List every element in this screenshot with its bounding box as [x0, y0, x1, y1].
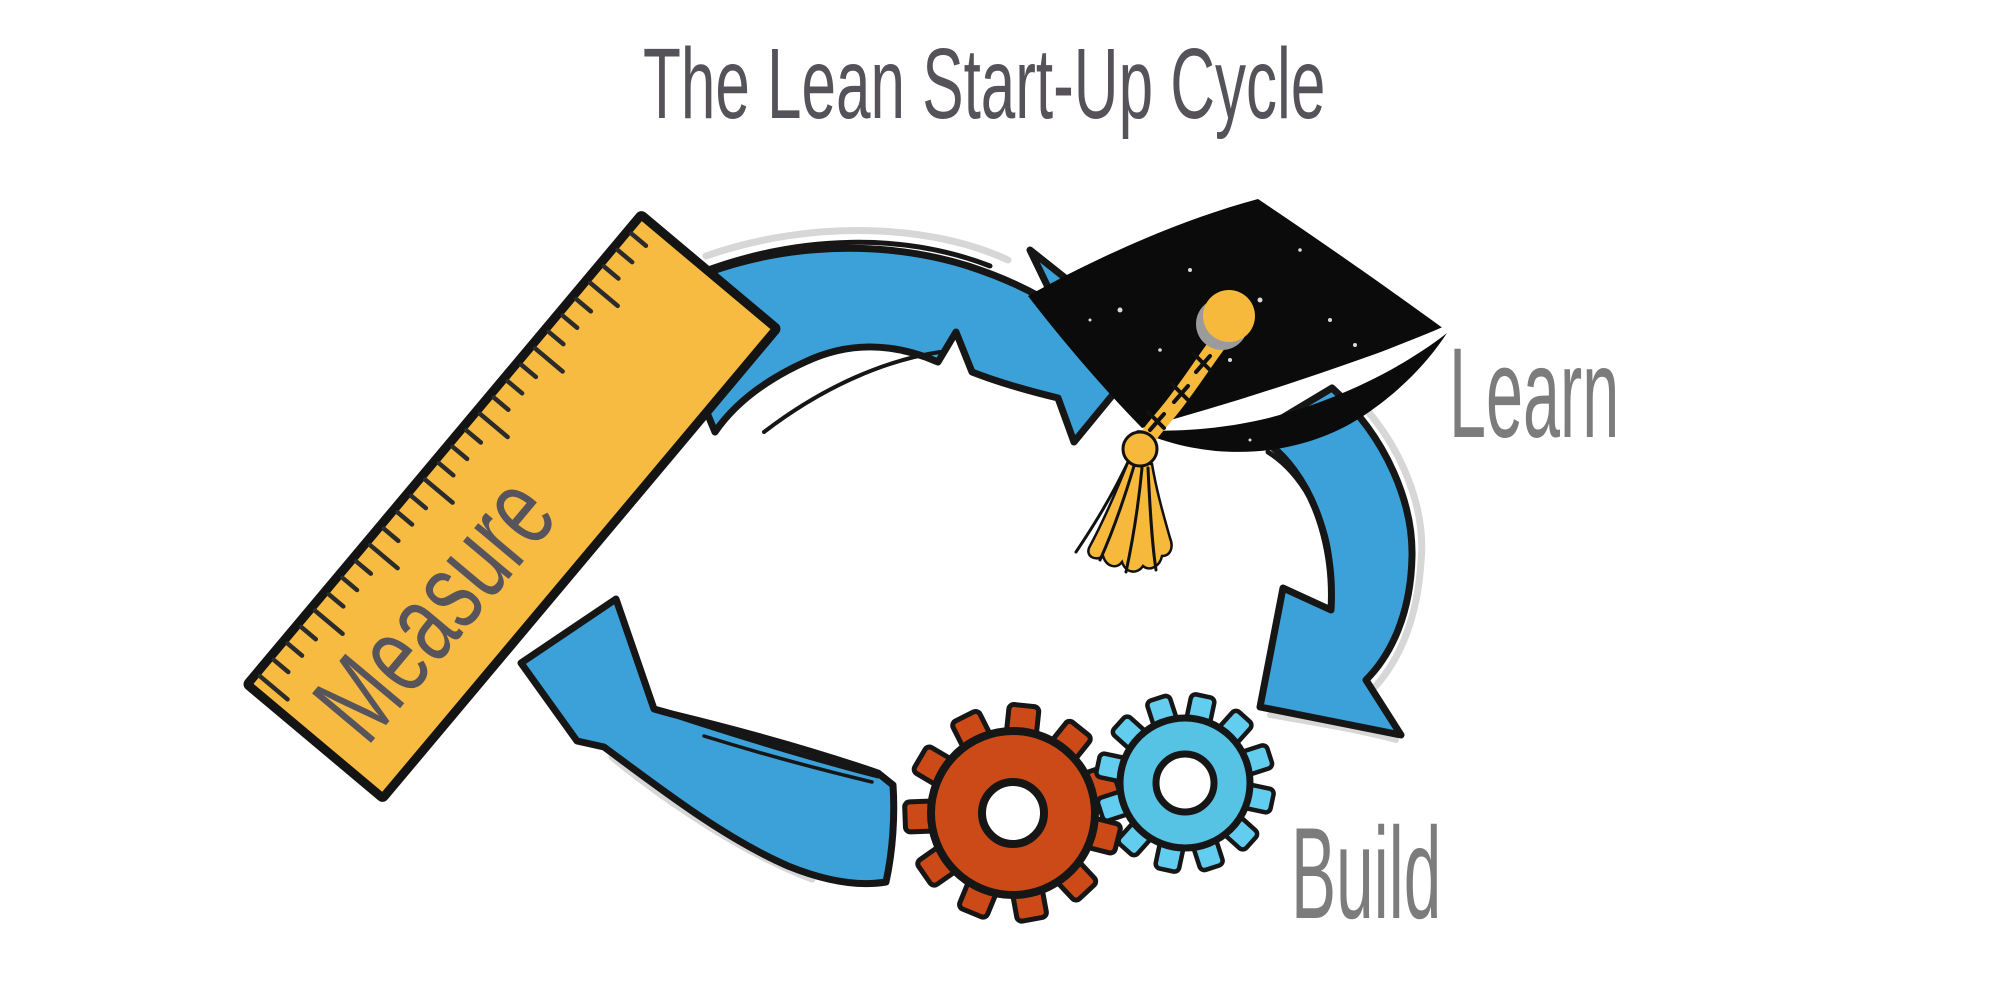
- label-build: Build: [1291, 800, 1442, 946]
- gears-icon: [902, 692, 1276, 924]
- tassel-fan: [1087, 460, 1173, 573]
- label-learn: Learn: [1449, 322, 1620, 465]
- cap-button: [1203, 290, 1255, 342]
- ruler-icon: Measure: [243, 211, 781, 802]
- diagram-title: The Lean Start-Up Cycle: [643, 28, 1326, 140]
- arrow-measure-to-learn-icon: [654, 227, 1156, 446]
- arrow-learn-to-build-icon: [1248, 384, 1426, 743]
- gear-blue: [1094, 692, 1276, 874]
- tassel-knot: [1121, 430, 1159, 468]
- cap-tassel: [1074, 329, 1231, 574]
- gear-orange: [902, 702, 1123, 924]
- arrow-band: [517, 595, 898, 888]
- ruler-ticks: [257, 231, 649, 702]
- ruler-body: [243, 211, 781, 802]
- arrow-build-to-measure-icon: [517, 595, 898, 888]
- arrow-band: [654, 244, 1156, 446]
- graduation-cap-icon: [1028, 199, 1447, 574]
- cap-base: [1136, 333, 1447, 452]
- cap-speckles: [1088, 248, 1357, 442]
